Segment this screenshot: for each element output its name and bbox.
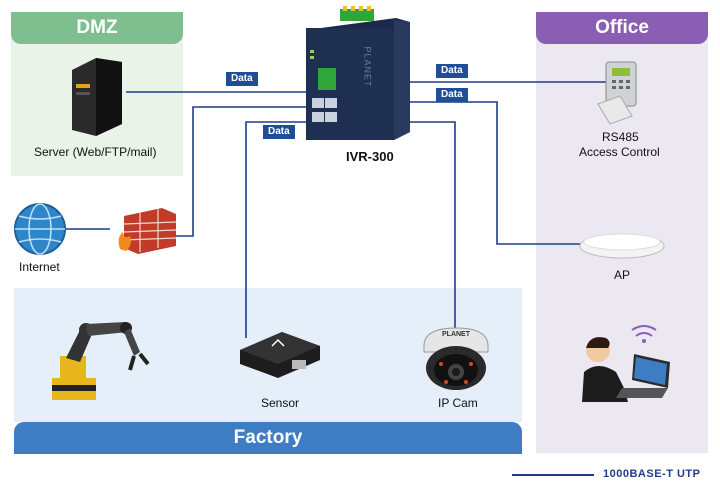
switch-label: IVR-300: [346, 149, 394, 164]
access-control-label-line2: Access Control: [579, 145, 660, 159]
data-tag-access-control: Data: [436, 64, 468, 78]
legend-label: 1000BASE-T UTP: [603, 468, 701, 480]
firewall-link: [176, 106, 320, 237]
data-tag-sensor: Data: [263, 125, 295, 139]
sensor-label: Sensor: [261, 396, 300, 410]
factory-zone-title: Factory: [14, 422, 522, 454]
access-control-label-line1: RS485: [602, 130, 639, 144]
office-zone-title: Office: [536, 12, 708, 44]
data-tag-ap: Data: [436, 88, 468, 102]
ipcam-label: IP Cam: [438, 396, 478, 410]
internet-label: Internet: [19, 260, 60, 274]
dmz-zone-title: DMZ: [11, 12, 183, 44]
ipcam-brand: PLANET: [442, 331, 470, 338]
ap-label: AP: [614, 268, 631, 282]
server-label: Server (Web/FTP/mail): [34, 145, 157, 159]
ap-link: [334, 101, 582, 245]
sensor-link: [245, 121, 320, 338]
data-tag-server: Data: [226, 72, 258, 86]
